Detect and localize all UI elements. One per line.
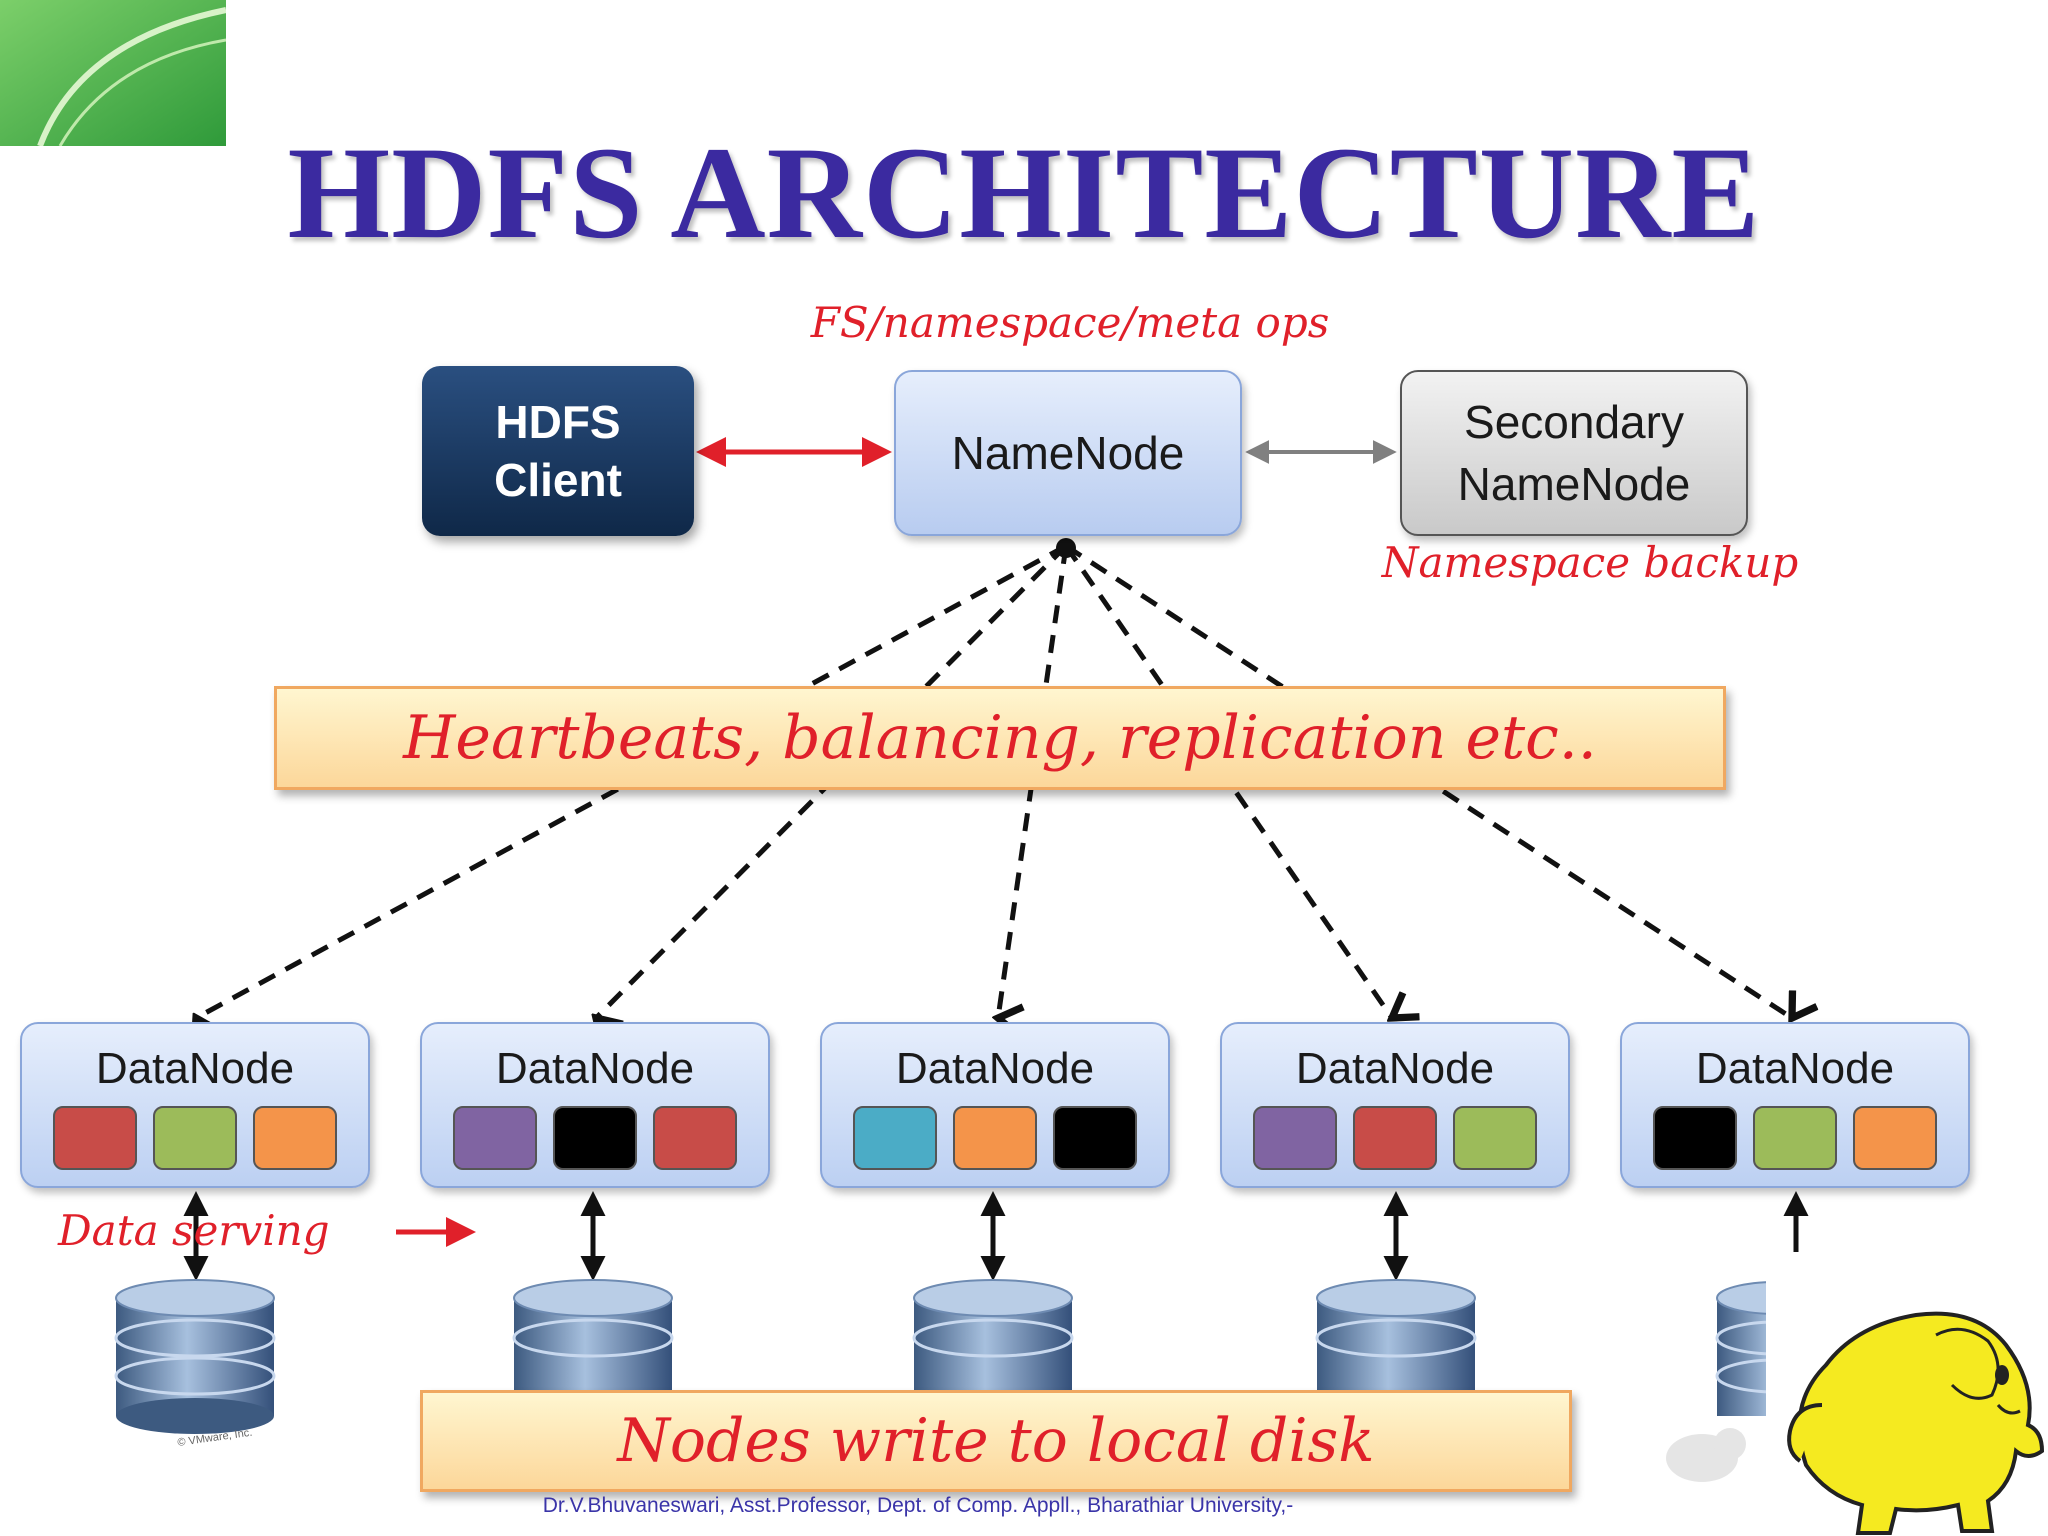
namespace-backup-annotation: Namespace backup: [1381, 538, 1799, 587]
disk-3: [912, 1279, 1074, 1390]
fs-ops-annotation: FS/namespace/meta ops: [810, 298, 1330, 347]
data-block: [253, 1106, 337, 1170]
hadoop-watermark: [1666, 1428, 1746, 1482]
footer-credit: Dr.V.Bhuvaneswari, Asst.Professor, Dept.…: [542, 1494, 1294, 1517]
client-label-line2: Client: [494, 454, 622, 506]
data-serving-annotation: Data serving: [58, 1206, 330, 1255]
data-block: [553, 1106, 637, 1170]
heartbeats-banner: Heartbeats, balancing, replication etc..: [274, 686, 1726, 790]
data-block: [1253, 1106, 1337, 1170]
datanode-3: DataNode: [820, 1022, 1170, 1188]
datanode-1: DataNode: [20, 1022, 370, 1188]
data-block: [953, 1106, 1037, 1170]
corner-logo: [0, 0, 226, 146]
data-block: [153, 1106, 237, 1170]
page-title: HDFS ARCHITECTURE: [287, 119, 1761, 266]
namenode-label: NameNode: [951, 427, 1185, 479]
datanode-label: DataNode: [495, 1044, 695, 1093]
secondary-label-line2: NameNode: [1457, 458, 1691, 510]
data-block: [1853, 1106, 1937, 1170]
data-block: [653, 1106, 737, 1170]
datanode-blocks: [822, 1106, 1168, 1170]
data-block: [53, 1106, 137, 1170]
data-block: [1453, 1106, 1537, 1170]
datanode-label: DataNode: [1695, 1044, 1895, 1093]
client-label-line1: HDFS: [495, 396, 621, 448]
datanode-label: DataNode: [1295, 1044, 1495, 1093]
namenode-node: NameNode: [894, 370, 1242, 536]
data-block: [853, 1106, 937, 1170]
secondary-label-line1: Secondary: [1464, 396, 1684, 448]
datanode-blocks: [1622, 1106, 1968, 1170]
datanode-blocks: [1222, 1106, 1568, 1170]
namenode-hub: [1056, 538, 1076, 558]
data-block: [453, 1106, 537, 1170]
data-block: [1353, 1106, 1437, 1170]
local-disk-banner: Nodes write to local disk: [420, 1390, 1572, 1492]
disk-4: [1315, 1279, 1477, 1390]
datanode-2: DataNode: [420, 1022, 770, 1188]
data-block: [1053, 1106, 1137, 1170]
data-block: [1753, 1106, 1837, 1170]
datanode-4: DataNode: [1220, 1022, 1570, 1188]
secondary-namenode-node: Secondary NameNode: [1400, 370, 1748, 536]
hdfs-client-node: HDFS Client: [422, 366, 694, 536]
heartbeat-line-3: [998, 545, 1069, 1018]
local-disk-banner-text: Nodes write to local disk: [617, 1406, 1375, 1476]
heartbeats-banner-text: Heartbeats, balancing, replication etc..: [403, 703, 1597, 773]
datanode-blocks: [422, 1106, 768, 1170]
disk-1: [114, 1279, 276, 1434]
datanode-label: DataNode: [895, 1044, 1095, 1093]
datanode-5: DataNode: [1620, 1022, 1970, 1188]
disk-2: [512, 1279, 674, 1390]
data-block: [1653, 1106, 1737, 1170]
datanode-blocks: [22, 1106, 368, 1170]
datanode-label: DataNode: [95, 1044, 295, 1093]
hadoop-elephant-logo: [1766, 1255, 2048, 1536]
